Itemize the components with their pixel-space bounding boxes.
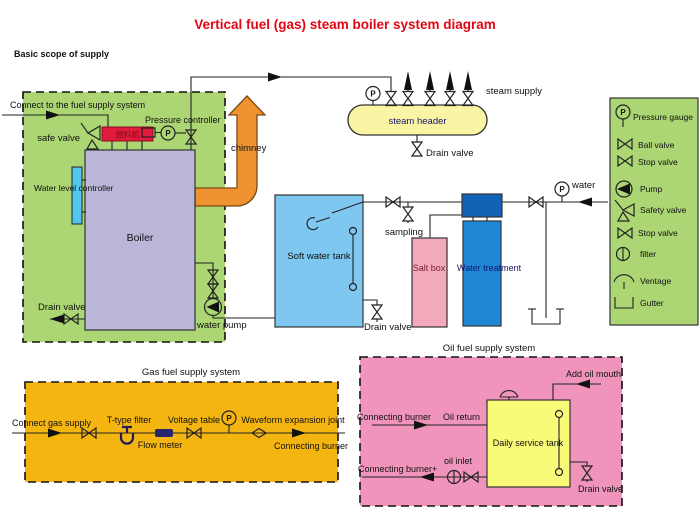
safety-valve-icon xyxy=(86,124,101,142)
connect-fuel-label: Connect to the fuel supply system xyxy=(10,100,145,110)
water-pump-label: water pump xyxy=(196,320,247,331)
gas-system-title: Gas fuel supply system xyxy=(142,367,240,378)
drain-valve-label: Drain valve xyxy=(38,302,86,313)
stop-valve-icon xyxy=(411,141,423,157)
water-treatment-label: Water treatment xyxy=(457,263,522,273)
fuel-supply-connection: Connect to the fuel supply system xyxy=(2,100,145,127)
gutter-icon xyxy=(614,297,634,309)
gas-fuel-system: Gas fuel supply system Connect gas suppl… xyxy=(12,367,348,483)
pressure-controller: Pressure controller P xyxy=(141,115,221,141)
oil-drain-valve-label: Drain valve xyxy=(578,484,623,494)
water-pump-circuit: water pump xyxy=(195,262,275,331)
daily-service-tank-label: Daily service tank xyxy=(493,438,564,448)
chimney-duct-shape xyxy=(194,95,267,207)
boiler-drain: Drain valve xyxy=(38,302,86,325)
legend-item-label: Ball valve xyxy=(638,140,675,150)
flow-arrow-icon xyxy=(268,72,282,82)
chimney-label: chimney xyxy=(231,143,267,154)
expansion-joint-icon xyxy=(250,427,268,439)
page-title: Vertical fuel (gas) steam boiler system … xyxy=(194,17,496,32)
legend-item-label: Safety valve xyxy=(640,205,687,215)
add-oil-mouth-label: Add oil mouth xyxy=(566,369,621,379)
water-treatment-head xyxy=(461,193,503,218)
flow-meter-label: Flow meter xyxy=(138,440,183,450)
steam-supply-valves xyxy=(402,71,474,107)
safe-valve: safe valve xyxy=(37,122,101,150)
steam-pipe xyxy=(185,72,392,150)
stop-valve-icon xyxy=(385,90,397,107)
t-type-filter-label: T-type filter xyxy=(107,415,152,425)
gutter-icon xyxy=(531,309,561,325)
pressure-controller-label: Pressure controller xyxy=(145,115,221,125)
soft-water-tank-label: Soft water tank xyxy=(287,251,351,262)
legend-item-label: Pressure gauge xyxy=(633,112,693,122)
sampling-label: sampling xyxy=(385,227,423,238)
oil-fuel-system: Oil fuel supply system Daily service tan… xyxy=(357,343,623,507)
sampling-valve-icon xyxy=(402,206,414,222)
boiler: Boiler xyxy=(84,149,196,331)
daily-service-tank xyxy=(486,399,571,488)
chimney: chimney xyxy=(194,95,267,207)
gas-box xyxy=(24,381,339,483)
tank-drain-valve-label: Drain valve xyxy=(364,322,412,333)
water-level-controller: Water level controller xyxy=(34,166,114,225)
legend: P Pressure gauge Ball valve Stop valve P… xyxy=(609,97,699,326)
connecting-burner-label: Connecting burner xyxy=(274,441,348,451)
connecting-burner-label: Connecting burner xyxy=(357,412,431,422)
legend-item-label: Gutter xyxy=(640,298,664,308)
voltage-table-label: Voltage table xyxy=(168,415,220,425)
oil-inlet-label: oil inlet xyxy=(444,456,473,466)
gauge-letter: P xyxy=(559,185,565,194)
legend-item-label: Stop valve xyxy=(638,157,678,167)
oil-return-label: Oil return xyxy=(443,412,480,422)
vent-hook-icon xyxy=(306,217,319,231)
pump-icon xyxy=(615,180,633,198)
gauge-letter: P xyxy=(226,414,232,423)
stop-valve-icon xyxy=(371,304,383,320)
gauge-letter: P xyxy=(370,90,376,99)
boiler-label: Boiler xyxy=(127,232,154,244)
header-drain-valve-label: Drain valve xyxy=(426,148,474,159)
burner-box xyxy=(101,126,154,142)
tank-drain: Drain valve xyxy=(363,299,412,333)
salt-box-label: Salt box xyxy=(413,263,446,273)
flow-meter-icon xyxy=(155,429,173,437)
legend-item-label: filter xyxy=(640,249,656,259)
gauge-letter: P xyxy=(620,108,626,117)
legend-item-label: Pump xyxy=(640,184,662,194)
boiler-body xyxy=(84,149,196,331)
soft-water-tank: Soft water tank xyxy=(274,194,364,328)
legend-item-label: Stop valve xyxy=(638,228,678,238)
legend-item-label: Ventage xyxy=(640,276,671,286)
safe-valve-label: safe valve xyxy=(37,133,80,144)
connecting-burner-plus-label: Connecting burner+ xyxy=(358,464,437,474)
gauge-letter: P xyxy=(165,129,171,138)
salt-box xyxy=(411,237,448,328)
burner-box-text: 燃料机 xyxy=(116,130,140,140)
level-controller-bar xyxy=(71,166,83,225)
oil-system-title: Oil fuel supply system xyxy=(443,343,535,354)
steam-header-label: steam header xyxy=(388,116,446,127)
flow-arrow-icon xyxy=(578,197,592,207)
water-level-controller-label: Water level controller xyxy=(34,183,114,193)
t-filter-icon xyxy=(119,425,135,445)
steam-supply-label: steam supply xyxy=(486,86,542,97)
ventage-icon xyxy=(613,274,635,283)
scope-of-supply-label: Basic scope of supply xyxy=(14,49,109,59)
connect-gas-supply-label: Connect gas supply xyxy=(12,418,92,428)
soft-water-tank-body xyxy=(274,194,364,328)
burner-unit: 燃料机 xyxy=(101,126,154,150)
steam-header-assembly: steam header P steam supply Drain valve xyxy=(347,71,542,159)
waveform-joint-label: Waveform expansion joint xyxy=(241,415,345,425)
ventage-icon xyxy=(499,389,519,398)
water-inlet-label: water xyxy=(571,180,595,191)
safety-valve-icon xyxy=(621,202,635,218)
water-treatment-line: sampling Salt box Water treatment P wate… xyxy=(363,180,608,328)
water-treatment-body xyxy=(462,220,502,327)
